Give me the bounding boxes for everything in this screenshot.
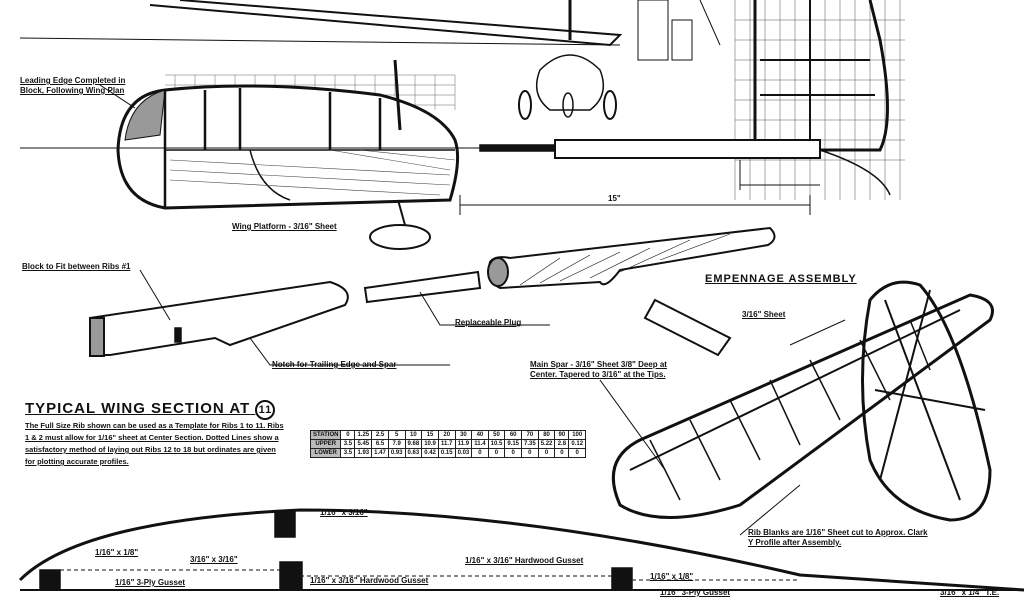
notch-note: Notch for Trailing Edge and Spar (272, 360, 397, 369)
ordinate-cell: 0.12 (568, 439, 587, 449)
top-wing (19, 0, 623, 47)
main-spar-note: Main Spar - 3/16" Sheet 3/8" Deep at Cen… (530, 360, 667, 379)
ordinate-cell: 1.93 (354, 448, 373, 458)
ordinate-cell: 11.7 (437, 439, 456, 449)
motor-stick (459, 139, 821, 215)
rib-blanks-note: Rib Blanks are 1/16" Sheet cut to Approx… (748, 528, 928, 547)
ordinate-cell: 0 (554, 448, 570, 458)
ordinate-cell: 80 (537, 430, 556, 440)
ordinate-cell: STATION (309, 430, 342, 440)
ordinate-cell: 30 (454, 430, 473, 440)
ordinate-cell: 0 (487, 448, 506, 458)
ordinate-cell: 20 (437, 430, 456, 440)
empennage-title: EMPENNAGE ASSEMBLY (705, 273, 857, 285)
label-b4: 1/16" 3-Ply Gusset (115, 578, 186, 587)
nose-note: Leading Edge Completed in Block, Followi… (20, 76, 126, 95)
fin-side-view (734, 0, 905, 200)
ordinate-cell: 6.5 (371, 439, 389, 449)
ordinate-cell: 7.9 (387, 439, 406, 449)
ordinate-cell: 0.03 (454, 448, 473, 458)
ordinate-cell: 5 (387, 430, 406, 440)
ordinate-cell: 7.35 (521, 439, 539, 449)
ordinate-cell: 70 (521, 430, 539, 440)
empennage-assembly (599, 280, 994, 536)
ordinate-cell: 5.45 (354, 439, 373, 449)
section-number-circle: 11 (255, 400, 276, 420)
sheet-note: 3/16" Sheet (742, 310, 786, 319)
ordinate-cell: 10.9 (421, 439, 439, 449)
ordinate-cell: 0.15 (437, 448, 456, 458)
ordinate-cell: 9.15 (504, 439, 522, 449)
ordinate-cell: 1.25 (354, 430, 373, 440)
ordinate-cell: 11.4 (471, 439, 489, 449)
ordinate-cell: 0 (537, 448, 556, 458)
ordinate-cell: 100 (568, 430, 587, 440)
ordinate-cell: 0 (568, 448, 587, 458)
wing-section-title: TYPICAL WING SECTION AT 11 (25, 400, 276, 420)
ordinate-cell: 0 (471, 448, 489, 458)
label-b6: 1/16" x 3/16" Hardwood Gusset (465, 556, 584, 565)
full-size-rib (18, 508, 1024, 592)
ordinate-cell: 40 (471, 430, 489, 440)
ordinate-cell: 15 (421, 430, 439, 440)
wing-center-parts (89, 226, 776, 366)
label-b2: 1/16" x 1/8" (95, 548, 139, 557)
fit-note: Block to Fit between Ribs #1 (22, 262, 131, 271)
wing-platform-label: Wing Platform - 3/16" Sheet (232, 222, 337, 231)
ordinate-cell: 10.5 (487, 439, 506, 449)
wing-section-text: The Full Size Rib shown can be used as a… (25, 421, 284, 466)
ordinate-cell: 90 (554, 430, 570, 440)
ordinate-cell: 0.42 (421, 448, 439, 458)
ordinate-cell: 11.9 (454, 439, 473, 449)
landing-gear-front-view (518, 0, 617, 120)
ordinate-cell: 0.63 (404, 448, 423, 458)
ordinate-cell: 3.5 (340, 448, 356, 458)
label-b7: 1/16" x 1/8" (650, 572, 694, 581)
label-b8: 1/16" 3-Ply Gusset (660, 588, 731, 597)
label-b9: 3/16" x 1/4" T.E. (940, 588, 1000, 597)
ordinate-cell: 3.5 (340, 439, 356, 449)
ordinate-cell: 2.8 (554, 439, 570, 449)
ordinate-cell: 2.5 (371, 430, 389, 440)
ordinate-cell: 0 (504, 448, 522, 458)
ordinate-cell: 60 (504, 430, 522, 440)
label-b5: 1/16" x 3/16" Hardwood Gusset (310, 576, 429, 585)
label-b3: 3/16" x 3/16" (190, 555, 238, 564)
dimension-15: 15" (608, 194, 621, 203)
wing-section-title-text: TYPICAL WING SECTION AT (25, 400, 251, 417)
ordinate-cell: UPPER (309, 439, 342, 449)
ordinate-cell: 0 (340, 430, 356, 440)
spar-detail (637, 0, 721, 61)
ordinate-cell: 5.22 (537, 439, 556, 449)
ordinate-cell: 50 (487, 430, 506, 440)
ordinate-cell: 0 (521, 448, 539, 458)
ordinate-cell: LOWER (309, 448, 342, 458)
ordinate-cell: 0.93 (387, 448, 406, 458)
label-b1: 1/16" x 3/16" (320, 508, 368, 517)
replaceable-plug-label: Replaceable Plug (455, 318, 522, 327)
ordinate-cell: 1.47 (371, 448, 389, 458)
ordinate-cell: 9.68 (404, 439, 423, 449)
ordinate-cell: 10 (404, 430, 423, 440)
